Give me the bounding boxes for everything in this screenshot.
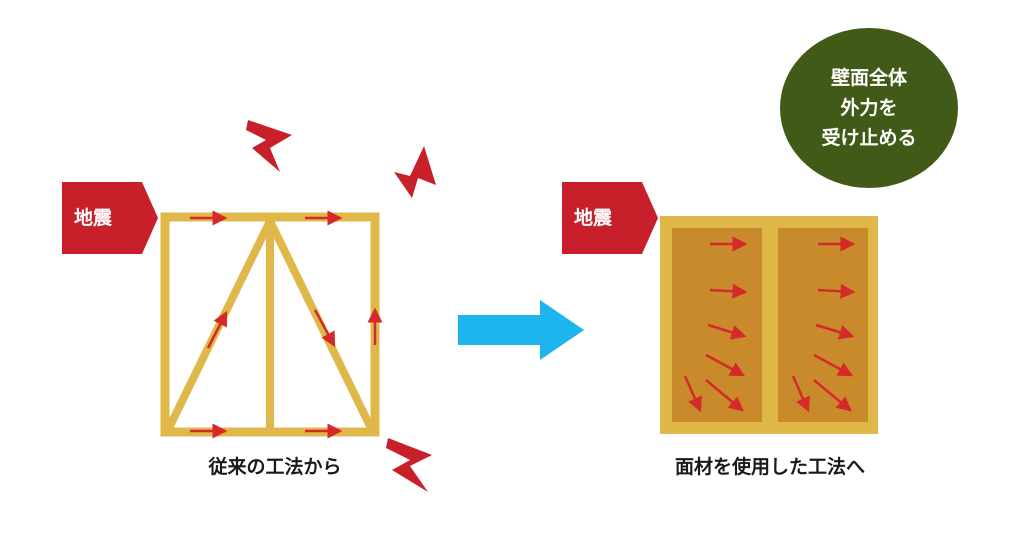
caption-panel: 面材を使用した工法へ xyxy=(674,456,865,478)
force-arrow-icon xyxy=(683,375,702,413)
bubble-line: 壁面全体 xyxy=(830,67,907,89)
force-arrow-icon xyxy=(791,375,810,413)
frame-brace-right xyxy=(266,219,375,430)
lightning-bolt-icon xyxy=(246,120,292,172)
force-arrow-icon xyxy=(313,309,336,348)
panel-force-arrows xyxy=(683,236,856,413)
force-arrow-icon xyxy=(705,353,746,377)
quake-tag-right: 地震 xyxy=(574,207,613,229)
right-arrow-icon xyxy=(458,300,584,360)
explanation-bubble-shape xyxy=(780,28,958,188)
force-arrow-icon xyxy=(705,379,744,412)
force-arrow-icon xyxy=(815,323,855,340)
panel-right xyxy=(778,228,868,422)
panel-left xyxy=(672,228,762,422)
explanation-bubble: 壁面全体 外力を 受け止める xyxy=(780,28,958,188)
lightning-bolts xyxy=(246,120,436,492)
quake-tag-left: 地震 xyxy=(74,207,113,229)
quake-tag-right-shape xyxy=(562,182,658,254)
conventional-force-arrows xyxy=(190,210,383,439)
panel-wall xyxy=(660,216,878,434)
lightning-bolt-icon xyxy=(394,146,436,198)
force-arrow-icon xyxy=(709,283,748,299)
force-arrow-icon xyxy=(813,379,852,412)
quake-tag-left-shape xyxy=(62,182,158,254)
force-arrow-icon xyxy=(817,283,856,299)
bubble-line: 受け止める xyxy=(821,127,917,149)
bubble-line: 外力を xyxy=(840,97,898,119)
force-arrow-icon xyxy=(813,353,854,377)
force-arrow-icon xyxy=(707,323,747,340)
lightning-bolt-icon xyxy=(386,438,432,492)
force-arrow-icon xyxy=(206,310,228,349)
conventional-frame xyxy=(160,212,380,437)
caption-conventional: 従来の工法から xyxy=(208,456,342,478)
